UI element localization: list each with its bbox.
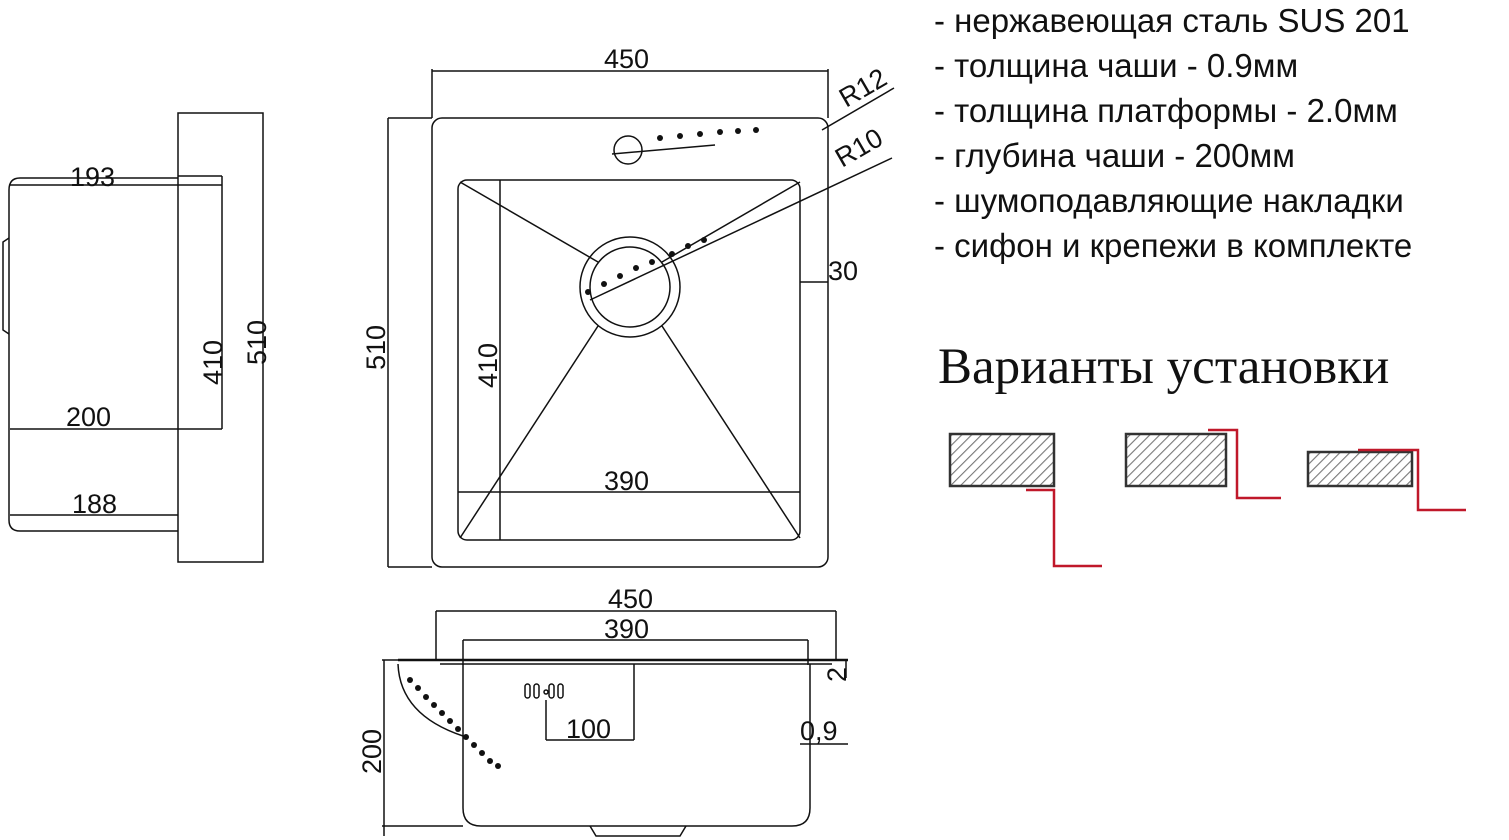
side-platform [177, 112, 264, 563]
front-view-dots [407, 677, 501, 769]
dim-450-front: 450 [608, 584, 653, 614]
drain-outer [579, 236, 681, 338]
install-option-undermount [948, 432, 1102, 568]
front-view [382, 610, 848, 837]
dim-390-top: 390 [604, 466, 649, 496]
spec-item: - глубина чаши - 200мм [934, 137, 1295, 174]
dim-390-front: 390 [604, 614, 649, 644]
dim-510-top: 510 [361, 325, 391, 370]
drain-inner [589, 246, 671, 328]
side-bowl-profile [8, 177, 178, 532]
install-option-flush [1124, 428, 1281, 500]
tap-hole [613, 135, 643, 165]
dim-2: 2 [822, 667, 852, 682]
spec-item: - толщина платформы - 2.0мм [934, 92, 1398, 129]
spec-list: - нержавеющая сталь SUS 201 - толщина ча… [934, 0, 1509, 268]
side-view [2, 112, 264, 563]
install-option-overmount [1306, 448, 1466, 512]
top-view-dots [585, 127, 759, 295]
dim-510-side: 510 [242, 320, 272, 365]
spec-item: - нержавеющая сталь SUS 201 [934, 2, 1410, 39]
dim-0-9: 0,9 [800, 716, 838, 746]
dim-30: 30 [828, 256, 858, 286]
top-platform-outline [431, 117, 829, 568]
dim-410-top: 410 [473, 343, 503, 388]
dim-193: 193 [70, 162, 115, 192]
top-bowl-outline [457, 179, 801, 541]
dim-410-side: 410 [198, 340, 228, 385]
dim-188: 188 [72, 489, 117, 519]
spec-item: - шумоподавляющие накладки [934, 182, 1404, 219]
dim-200-front: 200 [357, 729, 387, 774]
side-outlet-stub [2, 237, 10, 335]
top-view [387, 69, 895, 568]
front-bowl-profile [462, 664, 811, 827]
spec-item: - толщина чаши - 0.9мм [934, 47, 1299, 84]
dim-200: 200 [66, 402, 111, 432]
install-variants-title: Варианты установки [938, 339, 1390, 395]
dim-450-top: 450 [604, 44, 649, 74]
spec-item: - сифон и крепежи в комплекте [934, 227, 1413, 264]
dim-r10: R10 [830, 122, 888, 173]
dim-100: 100 [566, 714, 611, 744]
